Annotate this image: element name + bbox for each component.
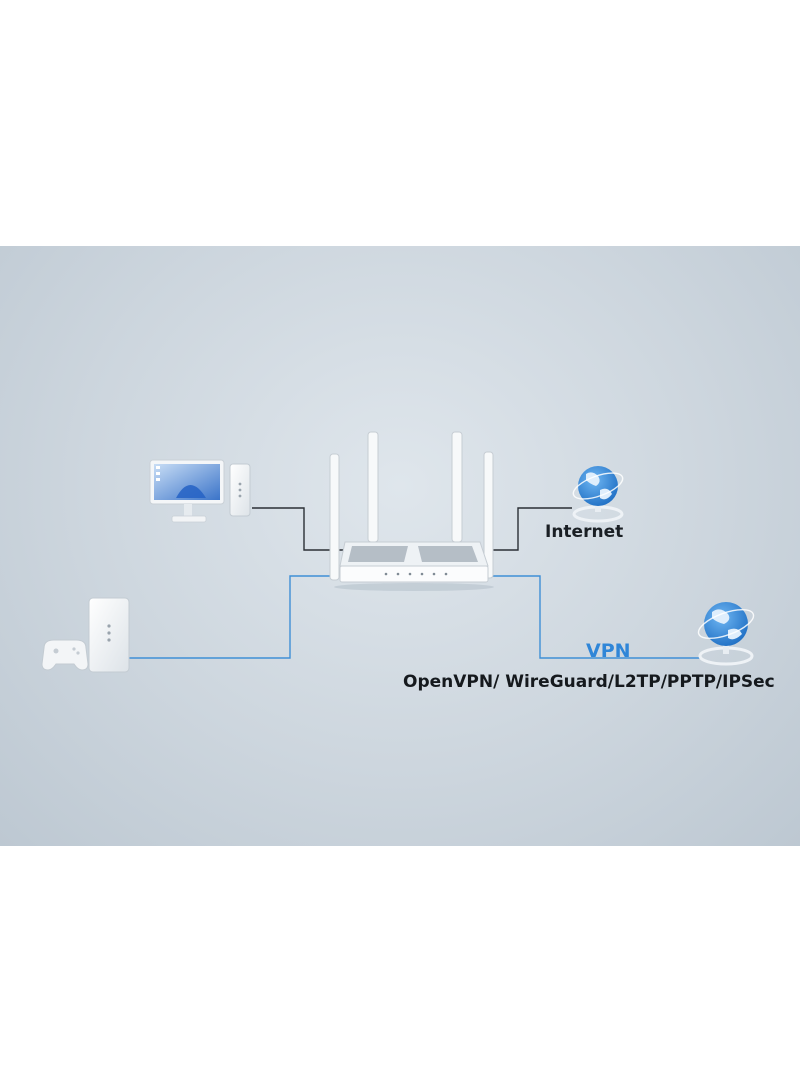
vpn-label: VPN bbox=[586, 640, 631, 662]
pc-to-router-line bbox=[252, 507, 350, 551]
game-controller-icon bbox=[41, 639, 89, 671]
vpn-tunnel-line bbox=[484, 575, 700, 659]
router-icon bbox=[329, 431, 494, 591]
internet-globe-icon bbox=[572, 466, 624, 523]
mesh-node-small-icon bbox=[229, 463, 251, 517]
mesh-node-large-icon bbox=[88, 597, 130, 673]
desktop-computer-icon bbox=[149, 459, 225, 523]
vpn-protocols-label: OpenVPN/ WireGuard/L2TP/PPTP/IPSec bbox=[403, 672, 775, 692]
diagram-canvas bbox=[41, 431, 755, 673]
vpn-globe-icon bbox=[697, 602, 755, 666]
router-to-mesh-line bbox=[128, 575, 350, 659]
network-diagram: Internet VPN OpenVPN/ WireGuard/L2TP/PPT… bbox=[0, 246, 800, 846]
router-to-internet-line bbox=[484, 507, 572, 551]
internet-label: Internet bbox=[545, 522, 624, 542]
